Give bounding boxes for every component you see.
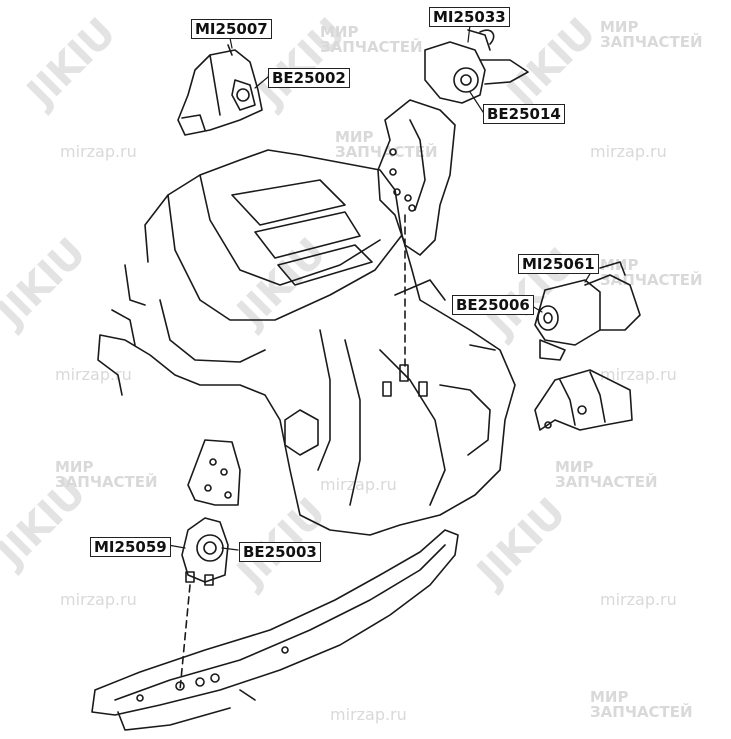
upper-bracket xyxy=(377,99,456,256)
engine-block xyxy=(97,149,516,536)
mount-studs xyxy=(382,364,428,397)
part-label-mi25007: MI25007 xyxy=(191,19,272,39)
part-label-be25014: BE25014 xyxy=(483,104,565,124)
mount-mi25007 xyxy=(177,44,263,136)
part-label-mi25059: MI25059 xyxy=(90,537,171,557)
part-label-mi25033: MI25033 xyxy=(429,7,510,27)
mount-mi25033 xyxy=(424,29,529,104)
guide-line xyxy=(179,584,191,691)
part-label-be25002: BE25002 xyxy=(268,68,350,88)
mount-mi25061 xyxy=(534,261,641,361)
lower-right-bracket xyxy=(534,369,633,431)
part-label-be25003: BE25003 xyxy=(239,542,321,562)
left-lower-bracket xyxy=(187,439,241,506)
mount-mi25059 xyxy=(181,517,229,586)
crossmember xyxy=(91,529,459,731)
part-label-be25006: BE25006 xyxy=(452,295,534,315)
part-label-mi25061: MI25061 xyxy=(518,254,599,274)
